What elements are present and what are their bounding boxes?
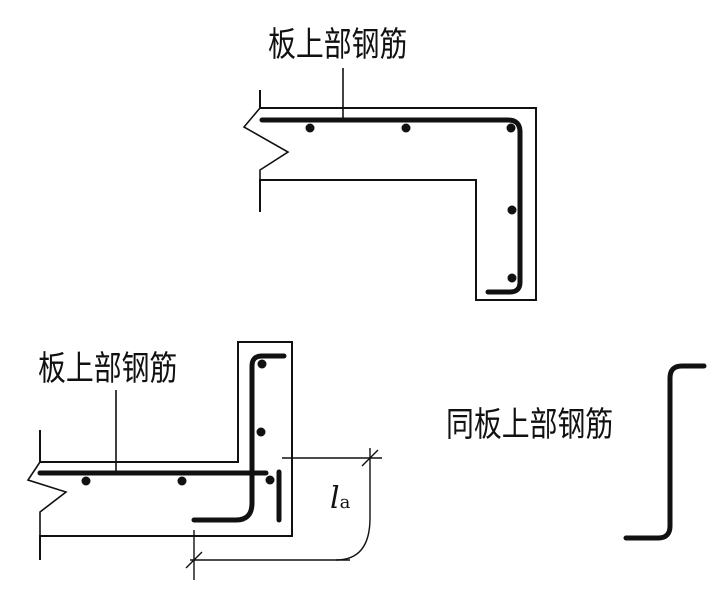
upper-rebar [259,117,523,295]
bottom-slab-rebar-label: 板上部钢筋 [38,349,178,389]
upper-dot-3 [506,123,516,133]
dim-curve [335,517,371,561]
same-rebar-symbol [623,363,707,541]
upper-bar-dots [305,123,517,283]
same-as-top-rebar-label: 同板上部钢筋 [446,405,614,445]
lower-upstand-bar [191,353,287,523]
top-slab-rebar-label: 板上部钢筋 [268,25,408,65]
lower-dot-1 [81,476,91,486]
lower-dot-3 [257,359,267,369]
lower-detail [26,341,293,560]
lower-dot-4 [256,427,266,437]
lower-dot-5 [265,475,275,485]
dim-tick-top [361,449,379,467]
upper-dot-4 [507,205,517,215]
upper-break-line [242,107,290,180]
upper-dot-2 [401,123,411,133]
lower-rebar [37,353,287,523]
lower-dot-2 [177,476,187,486]
upper-concrete-outline [259,90,537,301]
upper-detail [242,90,537,301]
anchor-length-label: la [330,484,350,514]
upper-main-bar [259,117,523,295]
anchor-length-symbol: l [330,481,340,516]
upper-dot-1 [305,123,315,133]
anchor-length-subscript: a [339,492,351,513]
anchor-dimension [185,448,382,580]
lower-bar-dots [81,359,275,486]
lower-concrete-outline [39,341,293,560]
lower-break-line [26,461,68,536]
upper-dot-5 [507,273,517,283]
